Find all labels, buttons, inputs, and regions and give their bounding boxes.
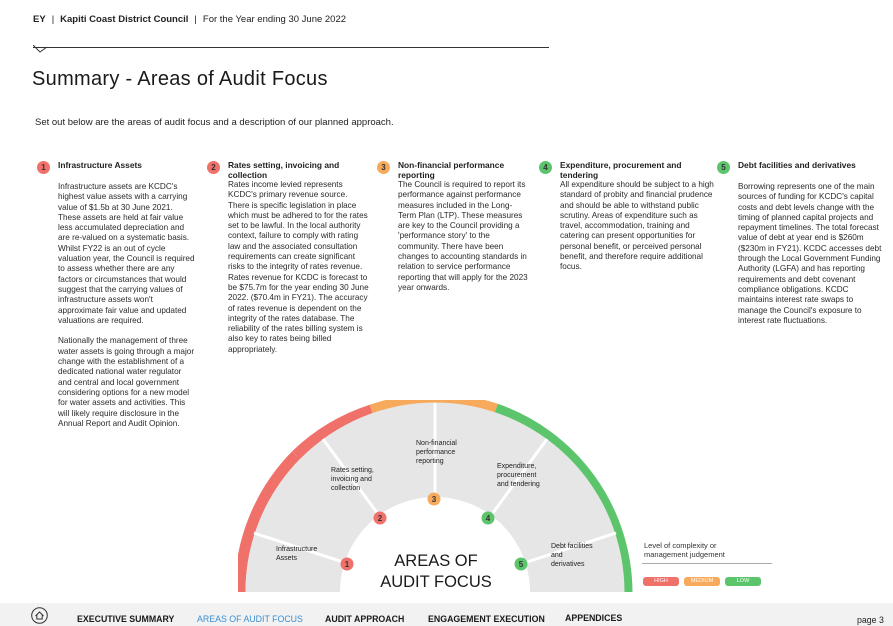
focus-area-description: Borrowing represents one of the main sou… (738, 182, 882, 325)
header-rule (33, 47, 549, 48)
number-badge: 1 (37, 161, 50, 174)
intro-text: Set out below are the areas of audit foc… (35, 117, 394, 128)
ring-segment-high (292, 404, 374, 460)
segment-badge-2 (373, 511, 387, 525)
focus-area-column-2: 2 Rates setting, invoicing and collection… (207, 160, 370, 355)
segment-label-debt: Debt facilities and derivatives (551, 543, 595, 568)
focus-area-heading: Infrastructure Assets (58, 160, 142, 170)
council-name: Kapiti Coast District Council (60, 14, 189, 25)
segment-badge-5 (514, 557, 528, 571)
segment-badge-number: 1 (345, 560, 350, 569)
home-icon[interactable] (31, 607, 48, 624)
segment-label-infrastructure: Infrastructure Assets (276, 546, 319, 562)
legend-low-pill: LOW (725, 577, 761, 586)
segment-badge-number: 4 (486, 514, 491, 523)
nav-executive-summary[interactable]: EXECUTIVE SUMMARY (77, 614, 175, 624)
segment-badge-1 (340, 557, 354, 571)
nav-audit-approach[interactable]: AUDIT APPROACH (325, 614, 405, 624)
nav-appendices[interactable]: APPENDICES (565, 613, 623, 623)
focus-area-heading: Non-financial performance reporting (398, 160, 505, 180)
areas-of-audit-focus-diagram: AREAS OF AUDIT FOCUS Infrastructure Asse… (238, 400, 633, 594)
focus-area-heading: Debt facilities and derivatives (738, 160, 856, 170)
segment-label-expenditure: Expenditure, procurement and tendering (497, 463, 540, 488)
segment-label-non-financial: Non-financial performance reporting (416, 440, 459, 465)
focus-area-description: All expenditure should be subject to a h… (560, 180, 714, 272)
segment-badge-number: 5 (519, 560, 524, 569)
legend-medium-pill: MEDIUM (684, 577, 720, 586)
focus-area-column-3: 3 Non-financial performance reporting The… (377, 160, 529, 293)
segment-badge-number: 2 (378, 514, 383, 523)
segment-label-rates: Rates setting, invoicing and collection (331, 467, 376, 492)
brand-logo-text: EY (33, 14, 46, 25)
focus-area-description: The Council is required to report its pe… (398, 180, 528, 292)
number-badge: 2 (207, 161, 220, 174)
ring-segment-low (494, 403, 633, 593)
segment-badge-number: 3 (432, 495, 437, 504)
legend-title: Level of complexity or management judgem… (644, 541, 725, 559)
focus-area-column-5: 5 Debt facilities and derivatives Borrowi… (717, 160, 883, 326)
focus-area-column-1: 1 Infrastructure Assets Infrastructure as… (37, 160, 197, 429)
segment-badge-4 (481, 511, 495, 525)
chevron-down-icon (33, 45, 47, 53)
diagram-centre-line1: AREAS OF (394, 552, 477, 570)
number-badge: 3 (377, 161, 390, 174)
segment-badge-3 (427, 492, 441, 506)
nav-engagement-execution[interactable]: ENGAGEMENT EXECUTION (428, 614, 545, 624)
legend-rule (642, 563, 772, 564)
legend-high-pill: HIGH (643, 577, 679, 586)
number-badge: 4 (539, 161, 552, 174)
number-badge: 5 (717, 161, 730, 174)
page-title: Summary - Areas of Audit Focus (32, 68, 328, 90)
header-separator: | (194, 14, 197, 25)
focus-area-description: Infrastructure assets are KCDC's highest… (58, 182, 195, 428)
ring-segment-high (238, 451, 301, 593)
ring-segment-medium (369, 400, 498, 416)
page-number: page 3 (857, 615, 884, 625)
nav-areas-of-audit-focus[interactable]: AREAS OF AUDIT FOCUS (197, 614, 303, 624)
report-period: For the Year ending 30 June 2022 (202, 14, 347, 25)
footer-bar (0, 603, 893, 626)
diagram-centre-line2: AUDIT FOCUS (380, 573, 492, 591)
focus-area-description: Rates income levied represents KCDC's pr… (228, 180, 369, 354)
header-separator: | (51, 14, 55, 25)
focus-area-heading: Expenditure, procurement and tendering (560, 160, 682, 180)
document-header: EY | Kapiti Coast District Council | For the… (33, 14, 346, 25)
focus-area-heading: Rates setting, invoicing and collection (228, 160, 340, 180)
